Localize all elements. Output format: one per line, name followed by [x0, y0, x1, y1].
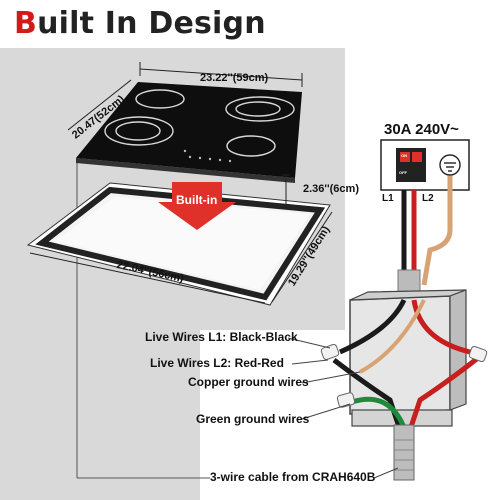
wire-label-cable: 3-wire cable from CRAH640B	[210, 470, 376, 484]
burner-ring	[226, 135, 276, 157]
copper-ground-wire	[421, 176, 453, 286]
off-label: OFF	[399, 170, 407, 175]
burner-rings	[104, 89, 295, 157]
burner-ring	[135, 89, 185, 109]
control-dots	[183, 149, 232, 163]
red-wire-inside	[411, 299, 471, 355]
title-rest: uilt In Design	[37, 6, 266, 41]
title-first-letter: B	[14, 6, 38, 41]
burner-ring	[225, 96, 295, 122]
thickness-label: 2.36''(6cm)	[303, 183, 359, 195]
page-title: Built In Design	[14, 6, 266, 41]
power-rating: 30A 240V~	[384, 121, 459, 138]
red-wire-down	[407, 356, 480, 431]
cooktop-glass	[76, 82, 302, 178]
ground-symbol-icon	[439, 154, 461, 176]
wire-nuts	[320, 343, 488, 408]
built-in-arrow	[158, 182, 236, 230]
cutout-inner	[55, 197, 310, 290]
conduit-pipe	[393, 424, 415, 481]
label-pointer-lines	[287, 337, 399, 479]
copper-wire-inside	[359, 299, 426, 374]
l2-label: L2	[422, 193, 434, 204]
burner-ring	[115, 121, 161, 141]
wire-label-l1: Live Wires L1: Black-Black	[145, 330, 298, 344]
black-wire-down	[332, 358, 403, 431]
burner-ring	[235, 101, 281, 117]
burner-ring	[104, 116, 174, 146]
on-label: ON	[401, 153, 407, 158]
top-width-label: 23.22''(59cm)	[200, 72, 269, 84]
wire-label-copper: Copper ground wires	[188, 375, 309, 389]
built-in-arrow-label: Built-in	[176, 193, 218, 207]
junction-box-back	[349, 295, 451, 415]
wire-label-l2: Live Wires L2: Red-Red	[150, 356, 284, 370]
cooktop-edge	[76, 158, 295, 183]
green-wire-inside	[351, 396, 408, 431]
l1-label: L1	[382, 193, 394, 204]
black-wire-inside	[338, 298, 407, 355]
wire-label-green: Green ground wires	[196, 412, 310, 426]
dimension-lines	[29, 62, 333, 304]
